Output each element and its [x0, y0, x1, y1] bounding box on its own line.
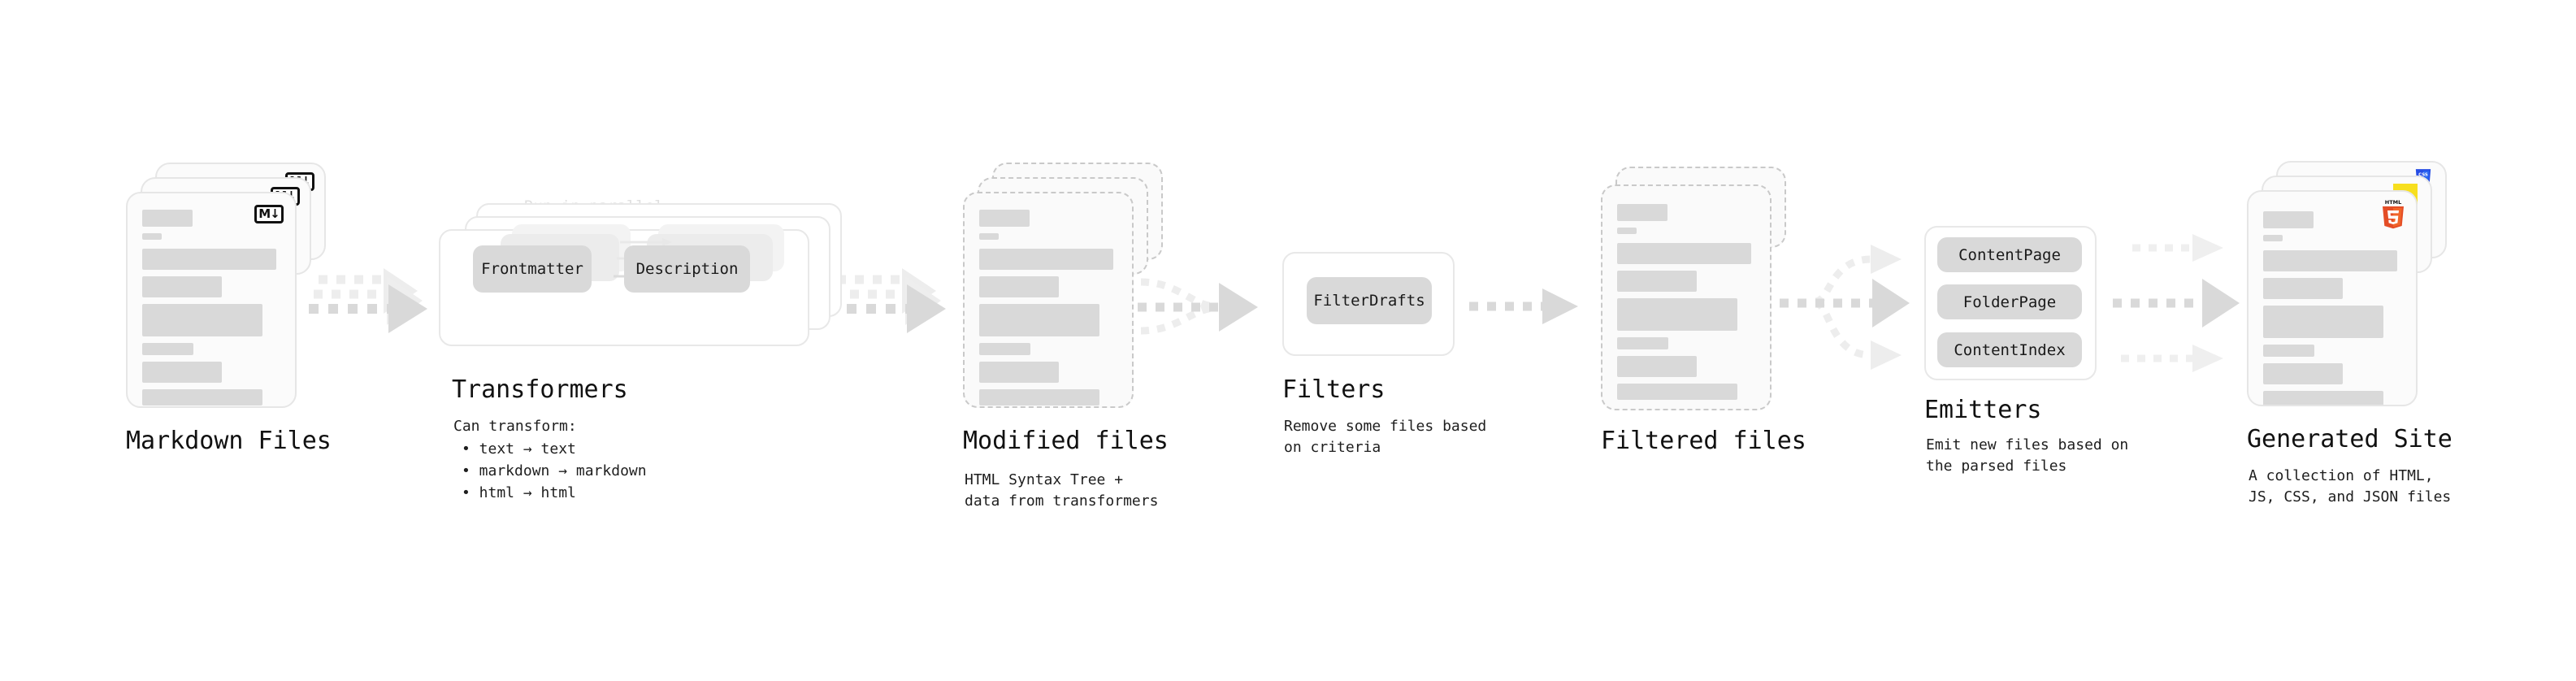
skeleton-bar [2263, 345, 2314, 357]
skeleton-bar [2263, 363, 2343, 384]
bullet-item: • html → html [462, 484, 576, 501]
stage-title-generated-site: Generated Site [2247, 425, 2452, 453]
arrow-modified-to-filters [1138, 278, 1258, 335]
skeleton-bar [142, 249, 276, 270]
modified-file-sheet-front [963, 192, 1134, 408]
skeleton-bar [2263, 391, 2383, 405]
skeleton-bar [979, 276, 1059, 297]
skeleton-bar [1617, 204, 1667, 221]
stage-title-transformers: Transformers [452, 375, 628, 404]
skeleton-bar [142, 276, 222, 297]
emitter-chip-contentpage[interactable]: ContentPage [1937, 237, 2082, 272]
markdown-badge-icon: M↓ [254, 205, 284, 223]
skeleton-bar [979, 389, 1099, 406]
modified-files-subtitle: HTML Syntax Tree + data from transformer… [965, 471, 1159, 510]
arrow-emitters-to-site [2113, 234, 2240, 372]
skeleton-bar [979, 304, 1099, 336]
skeleton-bar [1617, 243, 1751, 264]
skeleton-bar [142, 210, 193, 227]
bullet-item: • text → text [462, 440, 576, 458]
transformer-chip-frontmatter[interactable]: Frontmatter [473, 245, 592, 293]
skeleton-bar [2263, 235, 2283, 241]
skeleton-bar [142, 362, 222, 383]
transformers-bullet-list: • text → text • markdown → markdown • ht… [462, 438, 647, 504]
stage-title-modified-files: Modified files [963, 427, 1169, 455]
skeleton-bar [142, 304, 262, 336]
transformer-chip-description[interactable]: Description [624, 245, 750, 293]
skeleton-bar [142, 343, 193, 355]
html5-icon: HTML [2383, 199, 2404, 229]
skeleton-bar [1617, 337, 1668, 349]
skeleton-bar [979, 343, 1030, 355]
skeleton-bar [979, 233, 999, 240]
filtered-file-sheet-front [1601, 184, 1772, 410]
markdown-file-sheet-front: M↓ [126, 192, 297, 408]
generated-site-subtitle: A collection of HTML, JS, CSS, and JSON … [2249, 467, 2452, 506]
stage-title-filtered-files: Filtered files [1601, 427, 1806, 455]
skeleton-bar [142, 389, 262, 406]
skeleton-bar [1617, 228, 1637, 234]
arrow-filters-to-filtered [1469, 288, 1578, 324]
bullet-item: • markdown → markdown [462, 462, 647, 479]
arrow-filtered-to-emitters [1780, 245, 1910, 370]
emitter-chip-folderpage[interactable]: FolderPage [1937, 284, 2082, 319]
skeleton-bar [979, 210, 1030, 227]
skeleton-bar [2263, 250, 2397, 271]
skeleton-bar [1617, 271, 1697, 292]
skeleton-bar [2263, 278, 2343, 299]
html5-badge-icon: HTML [2380, 198, 2406, 232]
stage-title-markdown-files: Markdown Files [126, 427, 332, 455]
emitter-chip-contentindex[interactable]: ContentIndex [1937, 332, 2082, 367]
skeleton-bar [1617, 356, 1697, 377]
arrow-markdown-to-transformers [309, 268, 427, 333]
stage-title-filters: Filters [1282, 375, 1386, 404]
skeleton-bar [2263, 306, 2383, 338]
stage-title-emitters: Emitters [1924, 396, 2042, 424]
svg-text:CSS: CSS [2418, 172, 2428, 177]
filters-subtitle: Remove some files based on criteria [1284, 418, 1487, 457]
skeleton-bar [1617, 298, 1737, 331]
svg-text:HTML: HTML [2385, 199, 2401, 206]
skeleton-bar [979, 362, 1059, 383]
transformers-subtitle-head: Can transform: [453, 418, 577, 435]
emitters-subtitle: Emit new files based on the parsed files [1926, 436, 2129, 475]
skeleton-bar [142, 233, 162, 240]
arrow-transformers-to-modified [827, 268, 946, 333]
site-file-sheet-html: HTML [2247, 190, 2418, 406]
skeleton-bar [1617, 384, 1737, 400]
filter-chip-filterdrafts[interactable]: FilterDrafts [1307, 277, 1432, 324]
skeleton-bar [2263, 211, 2314, 228]
skeleton-bar [979, 249, 1113, 270]
